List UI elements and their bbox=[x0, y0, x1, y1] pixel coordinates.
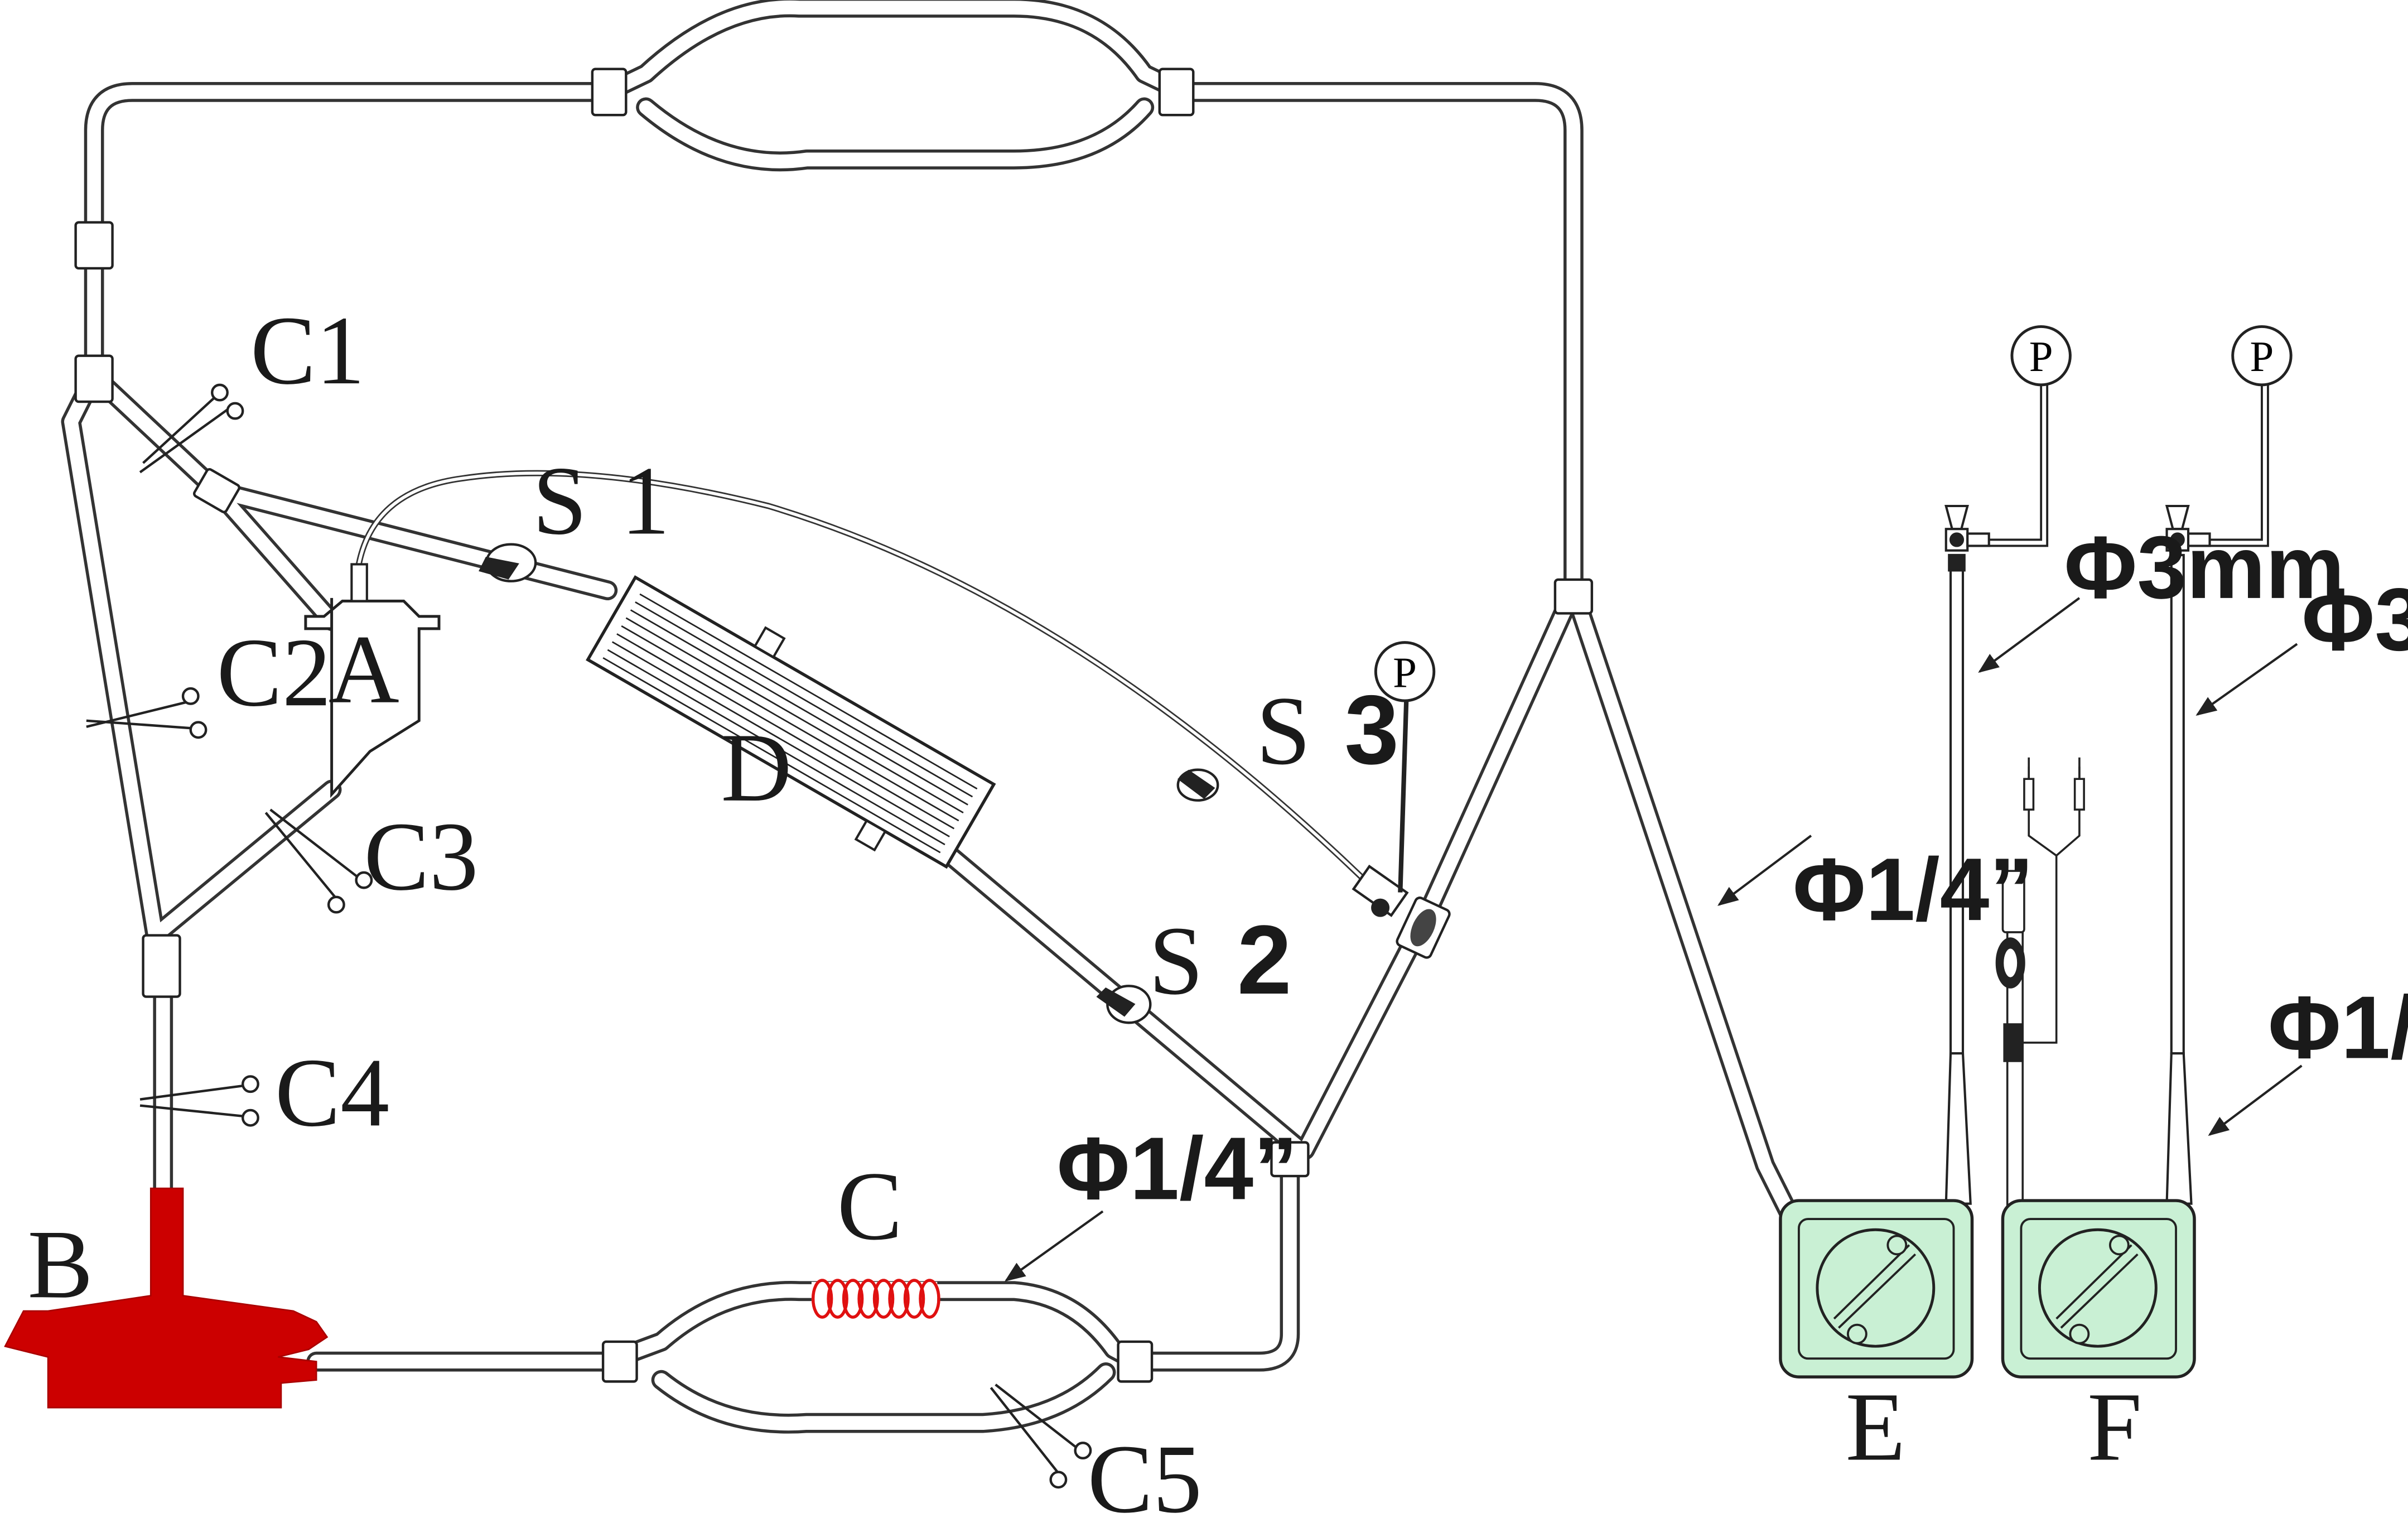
connectors bbox=[74, 68, 1594, 1383]
label-c3: C3 bbox=[364, 802, 478, 911]
connector bbox=[1553, 578, 1594, 615]
connector bbox=[142, 934, 181, 998]
pump-b: B bbox=[4, 1187, 329, 1409]
label-f: F bbox=[2087, 1373, 2142, 1482]
sample-port-s3 bbox=[1176, 768, 1219, 802]
sample-port-s2 bbox=[1096, 985, 1152, 1024]
oxygenator-d bbox=[586, 575, 996, 869]
clamp-c3 bbox=[264, 808, 373, 914]
dim-label-e-line: Φ1/4” bbox=[1793, 840, 2034, 939]
arrow-dim-f-3mm bbox=[2195, 643, 2298, 716]
arrow-dim-left-tube bbox=[1717, 835, 1812, 906]
arrow-dim-e-3mm bbox=[1978, 597, 2081, 673]
heater-coil-c bbox=[811, 1279, 940, 1319]
label-s1-number: 1 bbox=[621, 446, 670, 555]
label-s2-prefix: S bbox=[1149, 907, 1204, 1015]
connector bbox=[1117, 1340, 1154, 1383]
clamp-c2 bbox=[86, 687, 207, 739]
clamp-c1 bbox=[139, 383, 244, 474]
label-b: B bbox=[27, 1210, 93, 1319]
connector bbox=[1158, 68, 1195, 117]
tubing bbox=[61, 0, 1798, 1434]
dim-label-c: Φ1/4” bbox=[1057, 1119, 1298, 1218]
label-c1: C1 bbox=[250, 296, 365, 405]
pressure-gauge-2: P bbox=[2010, 325, 2072, 387]
catheter-e bbox=[1944, 504, 1990, 1205]
sample-port-s1 bbox=[479, 543, 537, 582]
connector bbox=[1270, 1141, 1310, 1178]
sample-ports bbox=[479, 543, 1219, 1024]
connector bbox=[192, 468, 240, 513]
inline-filter bbox=[1396, 897, 1451, 959]
electrode-probe bbox=[1995, 757, 2085, 1207]
dim-label-f-3mm: Φ3mm bbox=[2301, 570, 2408, 669]
reservoir-a: A bbox=[304, 563, 441, 798]
clamp-c4 bbox=[139, 1075, 259, 1127]
clamps bbox=[86, 383, 1092, 1489]
catheter-f bbox=[2165, 504, 2211, 1205]
gauge-2-label: P bbox=[2029, 332, 2053, 380]
pressure-gauge-1: P bbox=[1374, 641, 1436, 702]
pressure-lines bbox=[1982, 384, 2269, 547]
dim-label-f-quarter: Φ1/4” bbox=[2268, 977, 2408, 1077]
gauge-1-label: P bbox=[1393, 648, 1417, 696]
dim-label-e-3mm: Φ3mm bbox=[2064, 518, 2344, 617]
gauge-3-label: P bbox=[2250, 332, 2274, 380]
label-s2-number: 2 bbox=[1237, 905, 1292, 1015]
label-e: E bbox=[1846, 1373, 1905, 1482]
label-s1-prefix: S bbox=[533, 446, 587, 555]
bath-e bbox=[1779, 1199, 1974, 1379]
connector bbox=[601, 1340, 638, 1383]
arrow-dim-c bbox=[1004, 1210, 1104, 1282]
connector bbox=[74, 354, 114, 403]
label-a: A bbox=[329, 615, 399, 724]
pressure-gauge-3: P bbox=[2231, 325, 2293, 387]
connector bbox=[591, 68, 628, 117]
label-d: D bbox=[721, 714, 792, 822]
label-s3-prefix: S bbox=[1256, 677, 1311, 785]
label-s1: S 1 bbox=[533, 446, 670, 555]
label-s2: S 2 bbox=[1149, 905, 1292, 1015]
clamp-c5 bbox=[990, 1384, 1092, 1489]
label-c: C bbox=[837, 1152, 903, 1261]
arrow-dim-f-quarter bbox=[2208, 1064, 2303, 1136]
connector bbox=[74, 221, 114, 270]
pressure-stopcock-s3 bbox=[1352, 699, 1409, 917]
bath-f bbox=[2001, 1199, 2196, 1379]
label-c5: C5 bbox=[1088, 1425, 1202, 1518]
dimension-arrows bbox=[1004, 597, 2303, 1282]
label-s3: S 3 bbox=[1256, 676, 1399, 785]
label-c2: C2 bbox=[216, 618, 331, 727]
label-c4: C4 bbox=[275, 1038, 389, 1147]
